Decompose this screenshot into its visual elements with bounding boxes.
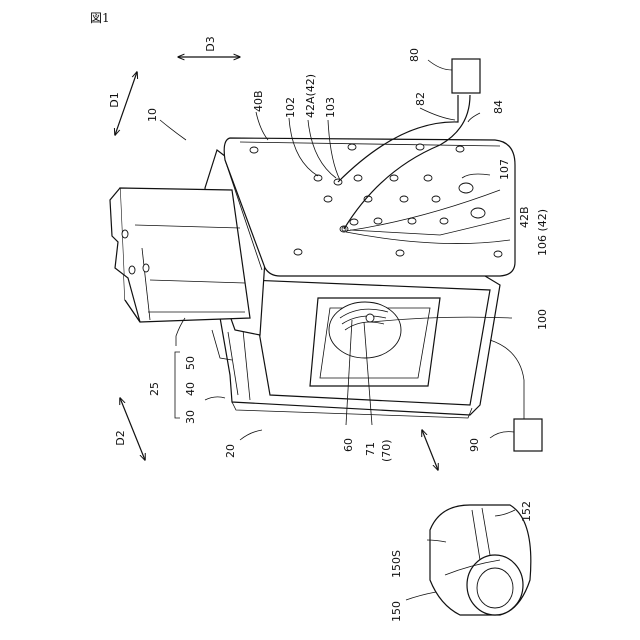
label-100: 100 — [536, 309, 549, 330]
label-42b: 42B — [518, 206, 531, 228]
label-40: 40 — [184, 382, 197, 396]
svg-text:D3: D3 — [204, 36, 217, 51]
label-150: 150 — [390, 601, 403, 622]
svg-text:D2: D2 — [114, 430, 127, 445]
label-20: 20 — [224, 444, 237, 458]
label-25: 25 — [148, 382, 161, 396]
direction-d3: D3 — [178, 36, 240, 57]
label-107: 107 — [498, 159, 511, 180]
label-82: 82 — [414, 92, 427, 106]
label-42a: 42A(42) — [304, 74, 317, 118]
label-71: 71 — [364, 442, 377, 456]
label-84: 84 — [492, 100, 505, 114]
label-80: 80 — [408, 48, 421, 62]
label-102: 102 — [284, 97, 297, 118]
direction-d1: D1 — [108, 72, 137, 135]
figure-title: 図1 — [90, 11, 110, 25]
direction-arrow-90 — [422, 430, 438, 470]
label-40b: 40B — [252, 90, 265, 112]
label-90: 90 — [468, 438, 481, 452]
label-150s: 150S — [390, 550, 403, 578]
svg-text:D1: D1 — [108, 92, 121, 107]
label-60: 60 — [342, 438, 355, 452]
component-box-80 — [428, 59, 480, 93]
label-50: 50 — [184, 356, 197, 370]
front-window — [310, 298, 440, 386]
sleeve-150 — [430, 505, 531, 615]
label-103: 103 — [324, 97, 337, 118]
component-box-90 — [490, 340, 542, 451]
label-70: (70) — [380, 439, 393, 462]
top-plate — [224, 138, 515, 276]
bracket-25 — [175, 352, 180, 418]
direction-d2: D2 — [114, 398, 145, 460]
label-152: 152 — [520, 501, 533, 522]
label-10: 10 — [146, 108, 159, 122]
label-30: 30 — [184, 410, 197, 424]
label-106: 106 (42) — [536, 209, 549, 256]
clamp-jaw — [110, 188, 250, 322]
